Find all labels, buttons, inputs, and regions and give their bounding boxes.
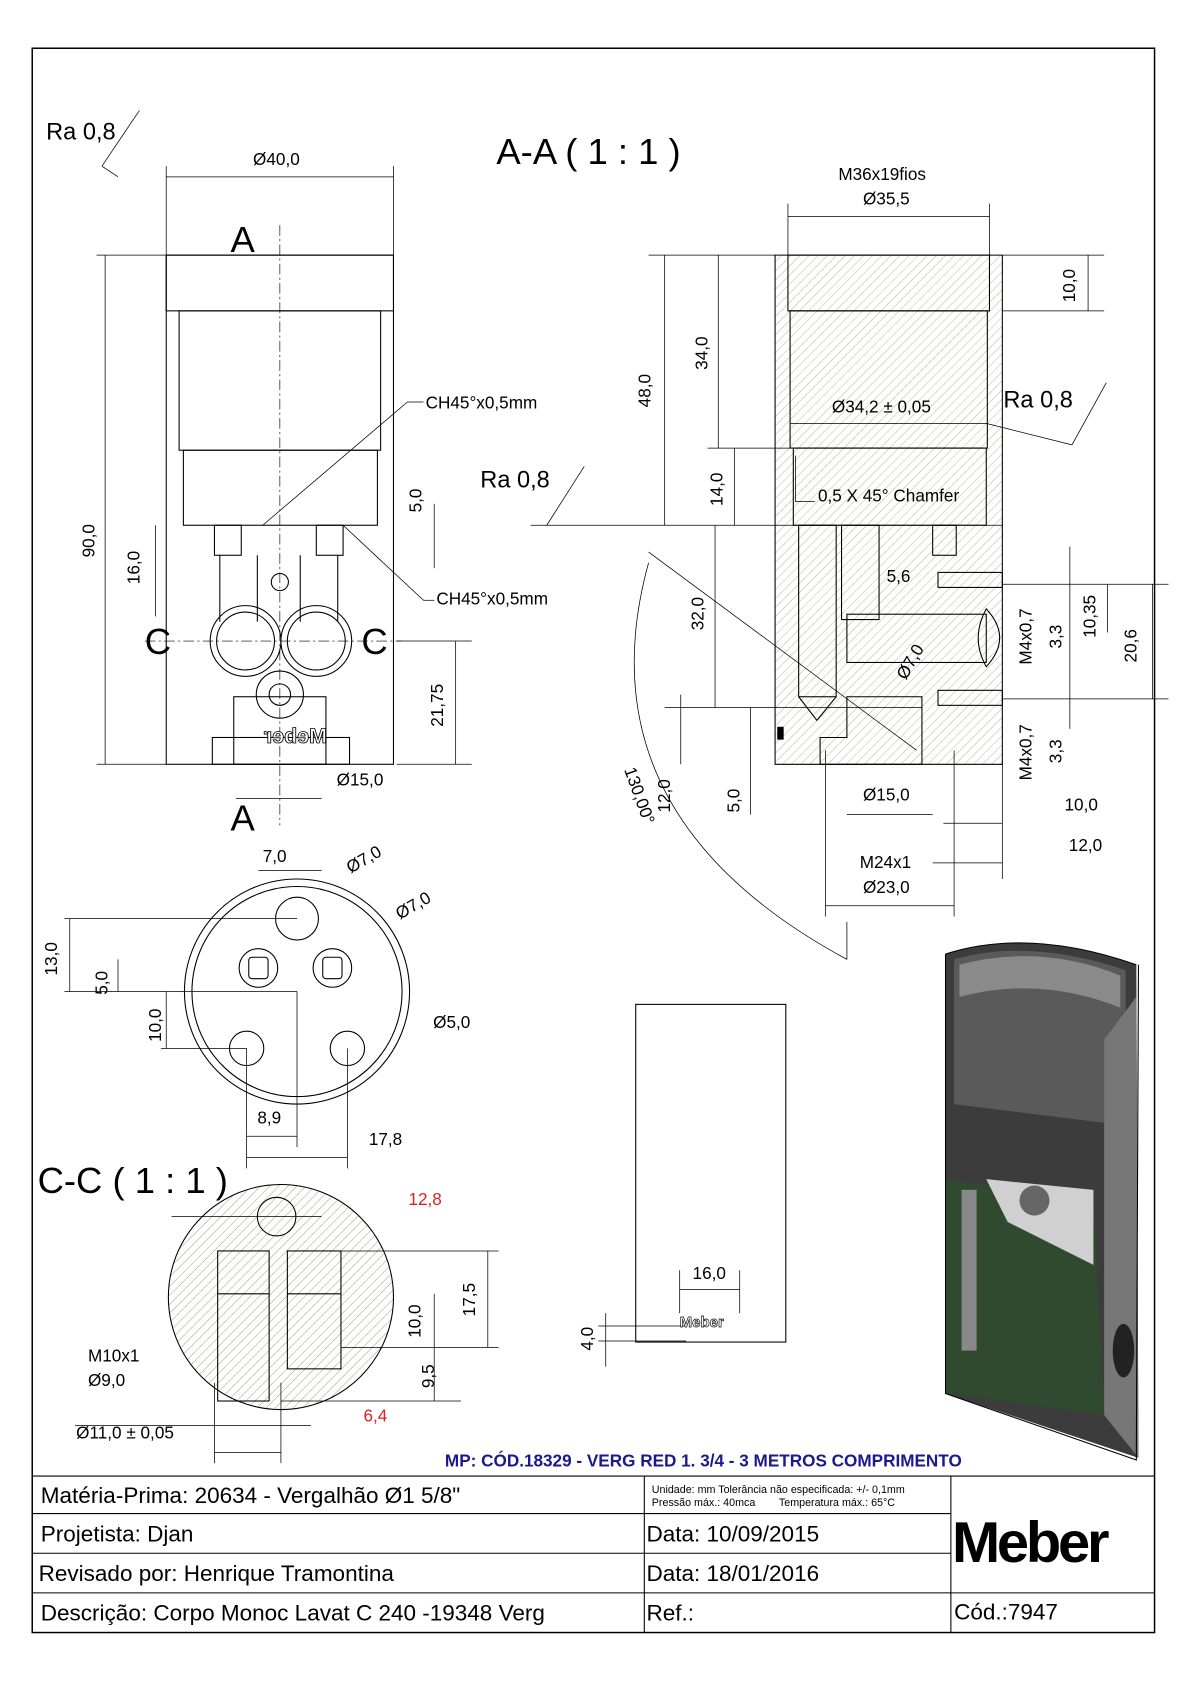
dimension-label: 8,9 (257, 1107, 281, 1127)
dimension-label: 3,3 (1045, 625, 1065, 649)
sheet-border (31, 47, 1156, 1634)
projetista-label: Projetista: (41, 1521, 141, 1546)
dimension-label: 5,0 (91, 971, 111, 995)
isometric-3d-render (944, 942, 1140, 1461)
dimension-label: Ø5,0 (433, 1012, 470, 1032)
mp-note: MP: CÓD.18329 - VERG RED 1. 3/4 - 3 METR… (445, 1450, 962, 1470)
dimension-label: 7,0 (263, 846, 287, 866)
data2-label: Data: (646, 1561, 700, 1586)
dimension-label: 12,0 (1069, 835, 1102, 855)
dimension-label: 0,5 X 45° Chamfer (818, 486, 959, 506)
dimension-label: Ø11,0 ± 0,05 (76, 1423, 174, 1443)
dimension-label: 10,0 (145, 1009, 165, 1042)
dimension-label: Ø15,0 (863, 785, 910, 805)
descricao-label: Descrição: (41, 1601, 147, 1626)
dimension-label: M10x1 (88, 1345, 139, 1365)
dimension-label: 3,3 (1045, 739, 1065, 763)
projetista-value: Djan (147, 1521, 193, 1546)
svg-text:Data: 18/01/2016: Data: 18/01/2016 (646, 1561, 819, 1586)
section-c-c-view (75, 1183, 499, 1464)
svg-text:Data: 10/09/2015: Data: 10/09/2015 (646, 1521, 819, 1546)
dimension-label: 34,0 (692, 336, 712, 369)
data1-label: Data: (646, 1521, 700, 1546)
svg-text:Ref.:: Ref.: (646, 1601, 694, 1626)
stock-bar-view (598, 1003, 787, 1367)
front-view (96, 110, 472, 826)
dimension-label: 21,75 (427, 684, 447, 727)
ref-label: Ref.: (646, 1601, 694, 1626)
dimension-label: M4x0,7 (1015, 608, 1035, 664)
dimension-label: 9,5 (418, 1364, 438, 1388)
surface-roughness-label: Ra 0,8 (1003, 386, 1072, 412)
dimension-label: 12,8 (408, 1189, 441, 1209)
dimension-label: 5,0 (724, 789, 744, 813)
notes-line-1: Unidade: mm Tolerância não especificada:… (652, 1484, 905, 1496)
dimension-label: 90,0 (78, 524, 98, 557)
svg-text:Projetista: Djan: Projetista: Djan (41, 1521, 194, 1546)
svg-text:Matéria-Prima: 20634 - Vergalh: Matéria-Prima: 20634 - Vergalhão Ø1 5/8" (41, 1483, 460, 1508)
dimension-label: 4,0 (577, 1327, 597, 1351)
cod-label: Cód.: (954, 1600, 1008, 1625)
bottom-view (64, 870, 411, 1169)
dimension-label: 32,0 (687, 597, 707, 630)
surface-roughness-label: Ra 0,8 (480, 467, 549, 493)
dimension-label: 6,4 (363, 1405, 387, 1425)
section-c-c-title: C-C ( 1 : 1 ) (38, 1160, 228, 1201)
revisado-value: Henrique Tramontina (184, 1561, 395, 1586)
dimension-label: 10,0 (1059, 269, 1079, 302)
dimension-label: 48,0 (635, 374, 655, 407)
dimension-label: 14,0 (707, 473, 727, 506)
materia-prima-label: Matéria-Prima: (41, 1483, 189, 1508)
dimension-label: Ø34,2 ± 0,05 (832, 397, 931, 417)
section-marker-a-bottom: A (231, 798, 256, 839)
svg-text:Revisado por: Henrique Tramont: Revisado por: Henrique Tramontina (39, 1561, 395, 1586)
notes-line-2: Pressão máx.: 40mca Temperatura máx.: 65… (652, 1497, 895, 1509)
dimension-label: Ø23,0 (863, 877, 910, 897)
dimension-label: 17,8 (369, 1129, 402, 1149)
dimension-label: Ø7,0 (343, 841, 385, 877)
surface-roughness-label: Ra 0,8 (46, 118, 115, 144)
section-a-a-title: A-A ( 1 : 1 ) (496, 131, 680, 172)
svg-text:Cód.:7947: Cód.:7947 (954, 1600, 1058, 1625)
dimension-label: 10,0 (404, 1304, 424, 1337)
dimension-label: M36x19fios (838, 164, 926, 184)
section-a-a-view (530, 203, 1169, 960)
dimension-label: 20,6 (1120, 629, 1140, 662)
dimension-label: 10,0 (1065, 794, 1098, 814)
dimension-label: M4x0,7 (1015, 724, 1035, 780)
dimension-label: 17,5 (459, 1283, 479, 1316)
dimension-label: Ø35,5 (863, 189, 910, 209)
engraving-bar: Meber (680, 1314, 724, 1331)
dimension-label: 16,0 (123, 551, 143, 584)
data2-value: 18/01/2016 (706, 1561, 819, 1586)
revisado-label: Revisado por: (39, 1561, 178, 1586)
dimension-label: CH45°x0,5mm (426, 392, 538, 412)
materia-prima-value: 20634 - Vergalhão Ø1 5/8" (195, 1483, 461, 1508)
dimension-label: Ø7,0 (392, 887, 434, 923)
meber-logo: Meber (952, 1511, 1109, 1575)
descricao-value: Corpo Monoc Lavat C 240 -19348 Verg (153, 1601, 544, 1626)
dimension-label: Ø9,0 (88, 1370, 125, 1390)
svg-text:Descrição: Corpo Monoc Lavat C: Descrição: Corpo Monoc Lavat C 240 -1934… (41, 1601, 545, 1626)
dimension-label: Ø40,0 (253, 149, 300, 169)
section-marker-a-top: A (231, 219, 256, 260)
cod-value: 7947 (1008, 1600, 1058, 1625)
section-marker-c-right: C (361, 621, 387, 662)
engraving-front: Meber (263, 724, 327, 748)
dimension-label: 16,0 (693, 1263, 726, 1283)
title-block: Matéria-Prima: 20634 - Vergalhão Ø1 5/8"… (32, 1475, 1155, 1633)
dimension-label: 13,0 (41, 942, 61, 975)
dimension-label: 12,0 (654, 779, 674, 812)
dimension-label: CH45°x0,5mm (436, 589, 548, 609)
dimension-label: Ø15,0 (337, 770, 384, 790)
section-marker-c-left: C (145, 621, 171, 662)
dimension-label: 5,6 (887, 566, 911, 586)
data1-value: 10/09/2015 (706, 1521, 819, 1546)
dimension-label: M24x1 (860, 852, 911, 872)
dimension-label: 10,35 (1080, 595, 1100, 638)
dimension-label: 5,0 (405, 489, 425, 513)
